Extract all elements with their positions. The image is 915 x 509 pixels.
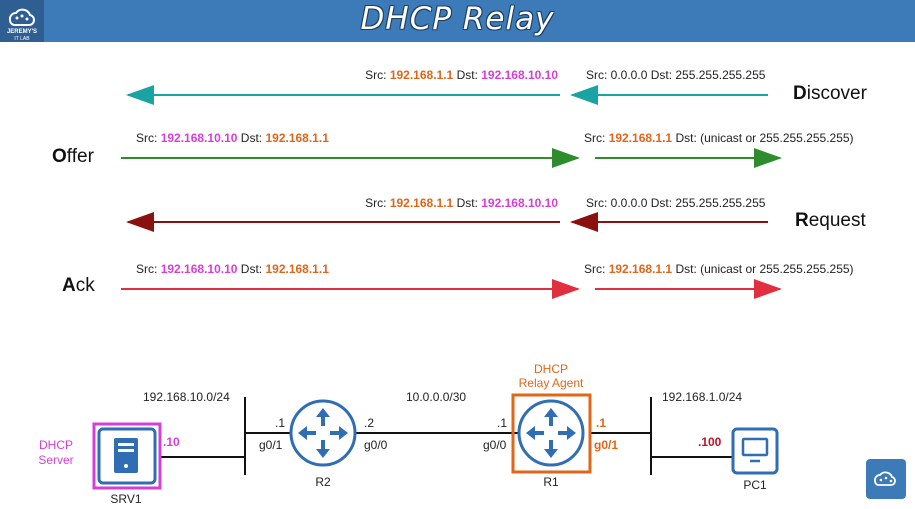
pc1-name: PC1	[743, 478, 767, 492]
discover-right-label: Src: 0.0.0.0 Dst: 255.255.255.255	[586, 68, 766, 82]
r1-right-ip: .1	[596, 416, 606, 430]
pc-icon[interactable]	[731, 427, 779, 475]
r2-right-ip: .2	[364, 416, 374, 430]
page-title: DHCP Relay	[360, 1, 555, 37]
network-left-label: 192.168.10.0/24	[143, 390, 230, 404]
network-mid-label: 10.0.0.0/30	[406, 390, 466, 404]
pc1-ip: .100	[698, 435, 722, 449]
request-right-label: Src: 0.0.0.0 Dst: 255.255.255.255	[586, 196, 766, 210]
relay-agent-highlight-box	[511, 393, 592, 474]
discover-message-label: Discover	[793, 83, 868, 104]
logo-top-left: JEREMY'S IT LAB	[0, 0, 44, 42]
request-left-label: Src: 192.168.1.1 Dst: 192.168.10.10	[365, 196, 558, 210]
cloud-logo-icon: JEREMY'S IT LAB	[7, 8, 37, 42]
ack-left-label: Src: 192.168.10.10 Dst: 192.168.1.1	[136, 262, 329, 276]
ack-message-label: Ack	[62, 275, 95, 296]
offer-message-label: Offer	[52, 146, 95, 167]
ack-right-label: Src: 192.168.1.1 Dst: (unicast or 255.25…	[584, 262, 854, 276]
r1-right-interface: g0/1	[594, 438, 618, 452]
r1-left-interface: g0/0	[483, 438, 507, 452]
network-right-label: 192.168.1.0/24	[662, 390, 742, 404]
offer-right-label: Src: 192.168.1.1 Dst: (unicast or 255.25…	[584, 131, 854, 145]
r1-left-ip: .1	[497, 416, 507, 430]
dhcp-server-role-line1: DHCP	[39, 438, 73, 452]
srv1-ip: .10	[163, 435, 180, 449]
offer-left-label: Src: 192.168.10.10 Dst: 192.168.1.1	[136, 131, 329, 145]
cloud-logo-bottom-icon	[866, 459, 906, 499]
r2-name: R2	[315, 475, 331, 489]
r2-right-interface: g0/0	[364, 438, 388, 452]
r1-role-line1: DHCP	[534, 362, 568, 376]
svg-text:JEREMY'S: JEREMY'S	[7, 29, 37, 35]
router-r1-icon[interactable]	[517, 399, 585, 467]
r2-left-ip: .1	[275, 416, 285, 430]
discover-left-label: Src: 192.168.1.1 Dst: 192.168.10.10	[365, 68, 558, 82]
request-message-label: Request	[795, 210, 867, 231]
r1-name: R1	[543, 475, 559, 489]
dhcp-server-role-line2: Server	[38, 453, 73, 467]
router-r2-icon[interactable]	[289, 399, 357, 467]
r2-left-interface: g0/1	[259, 438, 283, 452]
srv1-name: SRV1	[110, 492, 141, 506]
title-bar	[0, 0, 915, 42]
srv1-highlight-box	[92, 422, 162, 490]
server-icon[interactable]	[97, 427, 157, 485]
svg-text:IT LAB: IT LAB	[14, 36, 30, 42]
r1-role-line2: Relay Agent	[519, 376, 584, 390]
